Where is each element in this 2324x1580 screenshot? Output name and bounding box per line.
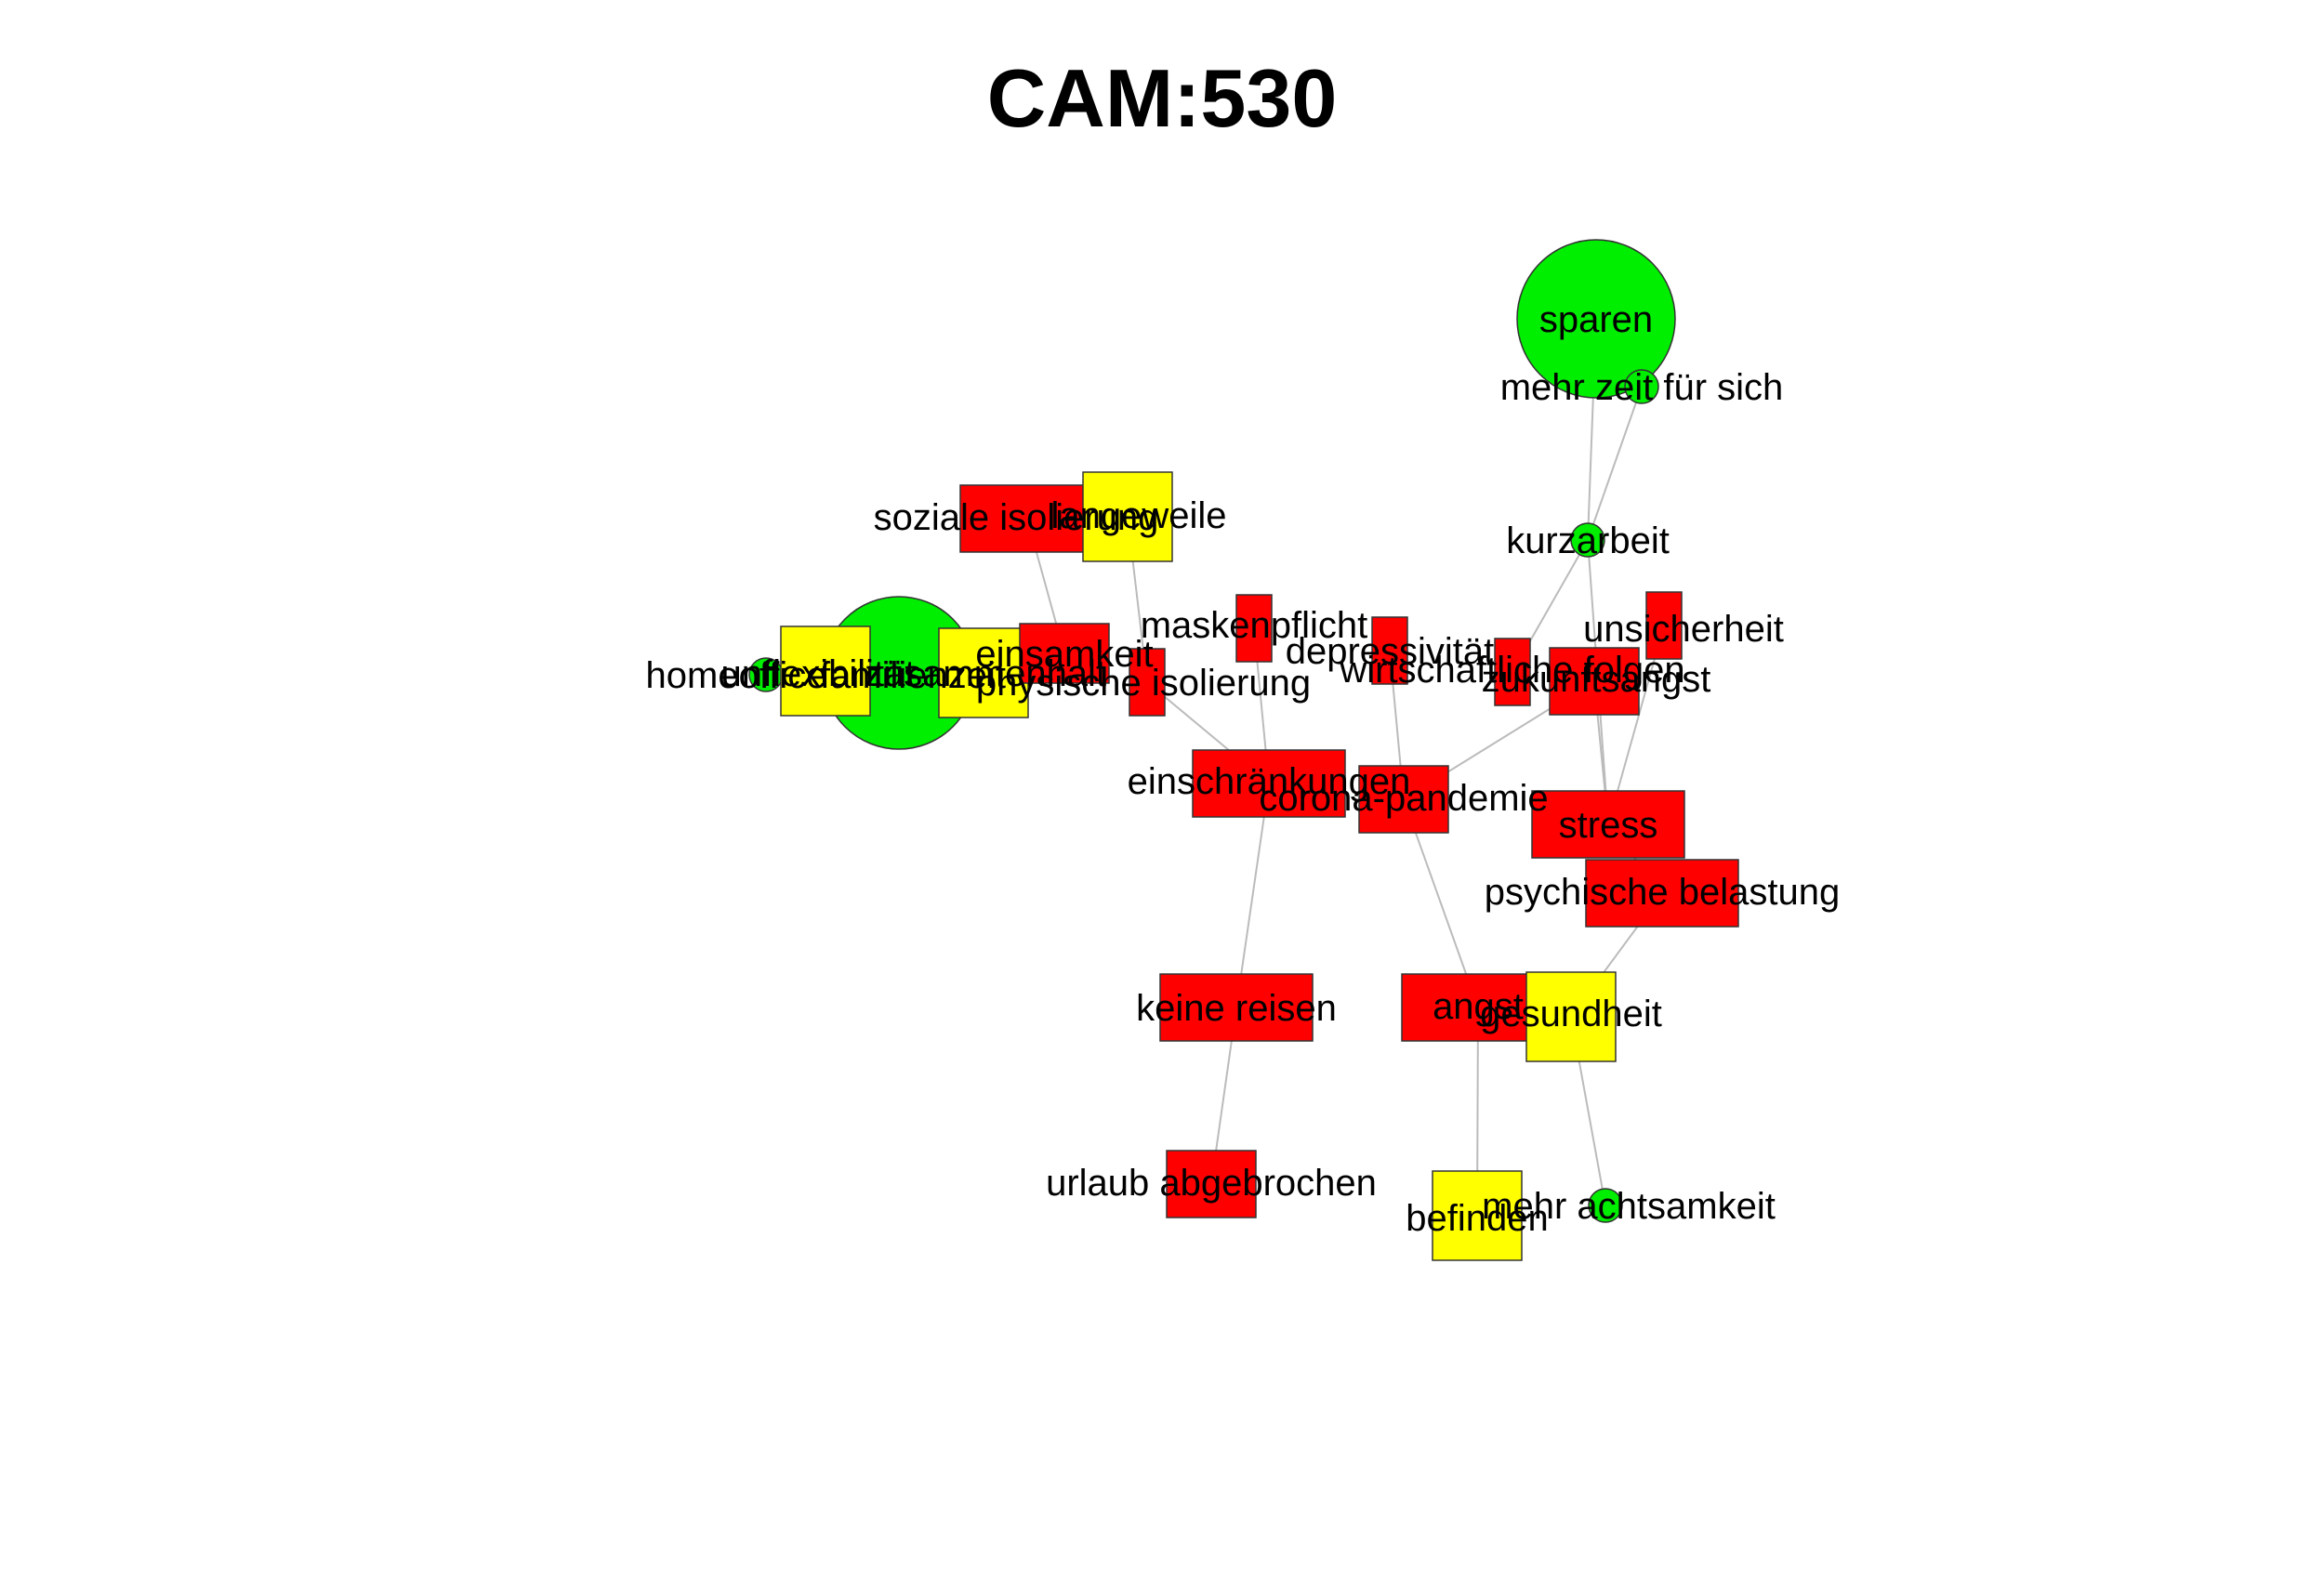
node-keine_reisen <box>1159 973 1314 1042</box>
node-label-angst: angst <box>1433 986 1524 1027</box>
node-label-kurzarbeit: kurzarbeit <box>1506 520 1670 561</box>
edge-einschraenkungen-keine_reisen <box>1235 783 1270 1008</box>
node-label-homeoffice: homeoffice <box>646 655 827 696</box>
node-unflexibilitaet <box>780 625 871 717</box>
node-soziale_isolierung <box>959 484 1095 553</box>
node-maskenpflicht <box>1235 594 1273 663</box>
node-label-zusammenhalt: zusammenhalt <box>865 653 1106 694</box>
node-depressivitaet <box>1371 616 1408 685</box>
node-label-sparen: sparen <box>1539 299 1653 340</box>
node-label-zukunftsangst: zukunftsangst <box>1482 659 1711 700</box>
node-label-keine_reisen: keine reisen <box>1136 988 1337 1029</box>
node-label-corona_pandemie: corona-pandemie <box>1259 778 1548 819</box>
node-label-befinden: befinden <box>1406 1198 1548 1239</box>
node-label-unsicherheit: unsicherheit <box>1583 609 1784 650</box>
node-mehr_zeit <box>1624 369 1659 404</box>
node-label-einschraenkungen: einschränkungen <box>1128 761 1411 802</box>
node-zusammenhalt <box>938 627 1029 718</box>
node-einschraenkungen <box>1192 749 1346 818</box>
node-einsamkeit <box>1019 623 1110 684</box>
node-label-mehr_achtsamkeit: mehr achtsamkeit <box>1482 1186 1776 1227</box>
node-label-einsamkeit: einsamkeit <box>975 634 1153 675</box>
node-label-psychische_belastung: psychische belastung <box>1485 872 1840 913</box>
node-label-urlaub_abgebrochen: urlaub abgebrochen <box>1046 1163 1377 1204</box>
node-zukunftsangst <box>1549 647 1640 716</box>
node-kurzarbeit <box>1570 522 1605 558</box>
node-mehr_achtsamkeit <box>1588 1188 1623 1223</box>
node-stress <box>1531 790 1685 859</box>
node-label-wirtschaftliche_folgen: wirtschaftliche folgen <box>1339 650 1684 691</box>
node-psychische_belastung <box>1585 859 1739 928</box>
node-physische_isolierung <box>1129 648 1166 717</box>
node-langeweile <box>1082 471 1173 562</box>
node-befinden <box>1432 1170 1523 1261</box>
node-label-unflexibilitaet: unflexibilität <box>720 653 915 694</box>
node-label-familienzeit: familienzeit <box>820 655 1006 696</box>
node-label-depressivitaet: depressivität <box>1286 631 1495 672</box>
node-label-stress: stress <box>1559 805 1658 846</box>
node-label-langeweile: langeweile <box>1050 495 1226 536</box>
node-layer <box>748 239 1739 1261</box>
label-layer: sparen mehr zeit für sich kurzarbeit sozial… <box>646 299 1841 1239</box>
edge-corona_pandemie-angst <box>1403 798 1479 1008</box>
node-label-maskenpflicht: maskenpflicht <box>1141 605 1368 646</box>
node-urlaub_abgebrochen <box>1166 1150 1257 1218</box>
node-label-soziale_isolierung: soziale isolierung <box>874 497 1159 538</box>
node-wirtschaftliche_folgen <box>1494 638 1531 706</box>
node-unsicherheit <box>1645 591 1683 660</box>
node-label-gesundheit: gesundheit <box>1480 994 1662 1034</box>
node-sparen <box>1516 239 1676 399</box>
node-corona_pandemie <box>1358 765 1449 834</box>
edge-mehr_zeit-kurzarbeit <box>1587 386 1643 541</box>
node-label-physische_isolierung: physische isolierung <box>976 663 1311 704</box>
node-label-mehr_zeit: mehr zeit für sich <box>1500 367 1784 408</box>
node-gesundheit <box>1525 971 1617 1062</box>
diagram-title: CAM:530 <box>986 52 1338 144</box>
